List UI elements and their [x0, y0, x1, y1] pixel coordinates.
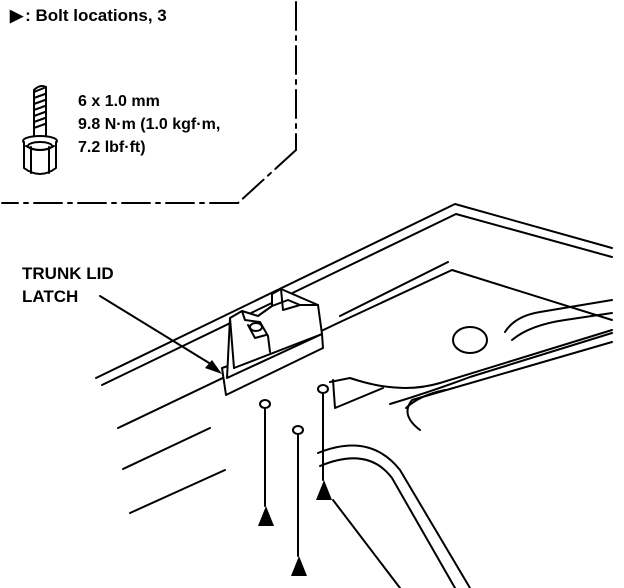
callout-leader: [99, 295, 222, 374]
trunk-lid-latch-label-line-2: LATCH: [22, 287, 79, 306]
bolt-icon: [22, 85, 58, 175]
bolt-hole: [292, 425, 304, 435]
vehicle-body-lines: [95, 203, 613, 588]
bolt-hole: [317, 384, 329, 394]
torque-spec-line-2: 7.2 lbf·ft): [78, 139, 146, 156]
bolt-hole: [259, 399, 271, 409]
bolt-location-arrow-icon: [316, 393, 332, 500]
bolt-location-arrow-icon: [258, 408, 274, 526]
trunk-lid-latch-label-line-1: TRUNK LID: [22, 264, 114, 283]
inset-border: [1, 1, 297, 204]
bolt-holes: [259, 384, 329, 435]
bolt-location-marker-icon: ▶: [10, 6, 24, 25]
torque-spec-line-1: 9.8 N·m (1.0 kgf·m,: [78, 116, 221, 133]
bolt-size-spec: 6 x 1.0 mm: [78, 93, 160, 110]
legend-text: : Bolt locations, 3: [25, 6, 167, 25]
bolt-location-arrow-icon: [291, 434, 307, 576]
bolt-location-arrows: [258, 393, 332, 576]
bolt-locations-legend: ▶: Bolt locations, 3: [10, 6, 167, 26]
trunk-lid-latch-icon: [221, 288, 324, 396]
